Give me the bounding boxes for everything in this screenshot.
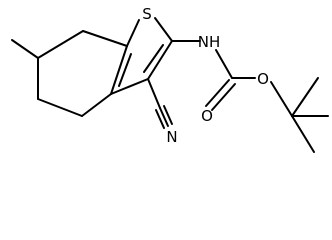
nitrile-triple-bond-center xyxy=(159,107,169,127)
nitrile-triple-bond-left xyxy=(155,109,165,129)
bond-c7-c6 xyxy=(37,30,84,59)
bond-c4-c3a xyxy=(81,93,112,117)
nitrile-single-bond xyxy=(147,78,161,109)
carbonyl-double-bond-b xyxy=(211,83,236,111)
ester-oxygen-label: O xyxy=(257,70,269,88)
nitrile-triple-bond-right xyxy=(163,105,173,125)
sulfur-label: S xyxy=(142,5,152,23)
bond-ester-o-tbu xyxy=(270,81,293,117)
bond-c7a-s xyxy=(126,19,140,47)
bond-methyl xyxy=(11,39,39,59)
bond-c2-c3-inner xyxy=(143,44,164,73)
carbonyl-oxygen-label: O xyxy=(201,107,213,125)
bond-c7a-c7 xyxy=(82,30,128,47)
tbu-methyl-up xyxy=(291,77,319,117)
bond-nh-carbonyl xyxy=(215,49,233,79)
amine-label: NH xyxy=(198,33,221,51)
carbamate-group xyxy=(171,40,293,117)
cyclohexene-ring xyxy=(37,30,132,117)
bond-c5-c4 xyxy=(37,98,83,117)
nitrile-group xyxy=(147,78,173,129)
molecule-drawing: S NH O O N xyxy=(11,5,329,153)
tert-butyl-group xyxy=(291,77,329,153)
bond-c3a-c7a-inner xyxy=(118,53,132,87)
bond-c3-c3a xyxy=(110,78,149,95)
bond-c2-c3 xyxy=(147,40,173,80)
carbonyl-double-bond-a xyxy=(205,79,230,107)
nitrile-nitrogen-label: N xyxy=(166,128,177,146)
tbu-methyl-down xyxy=(291,115,315,153)
bond-s-c2 xyxy=(154,17,173,42)
structure-diagram: S NH O O N xyxy=(11,5,329,153)
thiophene-ring xyxy=(110,17,173,95)
bond-c3a-c7a xyxy=(110,45,128,95)
